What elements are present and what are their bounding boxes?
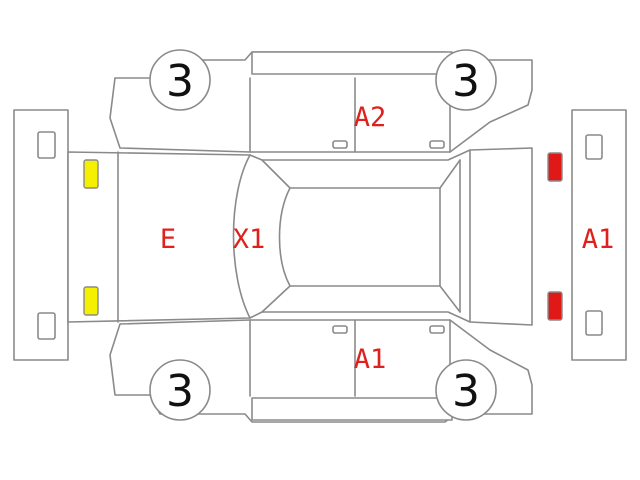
tire-grade-front-left: 3 — [166, 56, 194, 107]
wheel-rear-right: 3 — [435, 359, 497, 421]
front-bumper — [13, 109, 69, 361]
front-lamp-lower — [83, 286, 99, 316]
damage-mark-lower-door: A1 — [354, 344, 387, 375]
top-side-outline — [109, 51, 533, 153]
bottom-side-outline — [109, 319, 533, 423]
wheel-front-left: 3 — [149, 49, 211, 111]
wheel-front-right: 3 — [149, 359, 211, 421]
tire-grade-front-right: 3 — [166, 366, 194, 417]
wheel-rear-left: 3 — [435, 49, 497, 111]
damage-mark-rear: A1 — [582, 224, 615, 255]
rear-lamps — [547, 152, 563, 321]
tire-grade-rear-left: 3 — [452, 56, 480, 107]
rear-bumper — [571, 109, 627, 361]
front-lamp-upper — [83, 159, 99, 189]
damage-mark-hood: X1 — [233, 224, 266, 255]
damage-mark-front-panel: E — [160, 224, 176, 255]
roof-top-view — [67, 147, 533, 326]
front-lamps — [83, 159, 99, 316]
tire-grade-rear-right: 3 — [452, 366, 480, 417]
damage-mark-upper-door: A2 — [354, 102, 387, 133]
rear-lamp-upper — [547, 152, 563, 182]
rear-lamp-lower — [547, 291, 563, 321]
